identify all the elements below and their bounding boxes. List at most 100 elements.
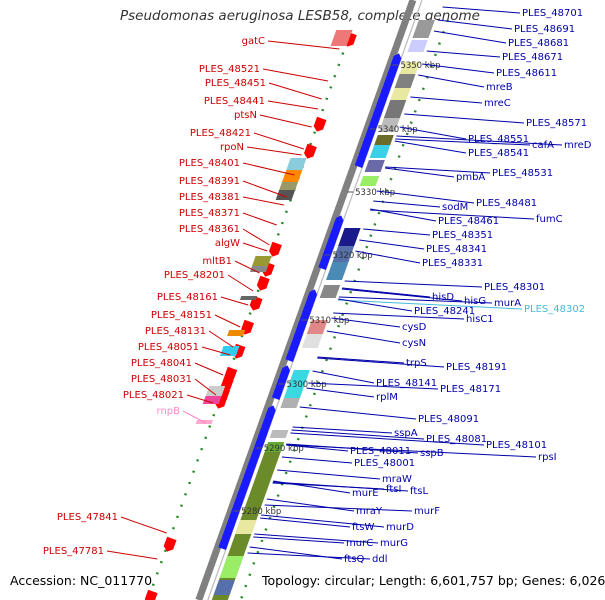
right-leader-line (281, 456, 353, 464)
gene-block-left (227, 330, 246, 336)
right-leader-line (363, 228, 431, 236)
left-gene-label: PLES_48371 (179, 208, 240, 219)
left-gene-label: rpoN (220, 142, 244, 153)
reverse-gene-arrow (163, 536, 177, 552)
right-gene-label: PLES_48341 (426, 244, 487, 255)
right-gene-label: PLES_48681 (508, 38, 569, 49)
right-leader-line (338, 296, 493, 304)
forward-gene-arrow (318, 255, 330, 270)
right-gene-label: PLES_48691 (514, 24, 575, 35)
left-gene-label: PLES_48401 (179, 158, 240, 169)
left-leader-line (268, 82, 322, 100)
forward-gene-arrow (306, 289, 318, 304)
forward-gene-arrow (236, 485, 248, 500)
left-gene-label: PLES_48381 (179, 192, 240, 203)
forward-gene-arrow (383, 73, 395, 88)
right-leader-line (247, 552, 371, 560)
right-gene-label: hisC1 (466, 314, 494, 325)
right-gene-label: PLES_48302 (524, 304, 585, 315)
left-gene-label: PLES_48131 (145, 326, 206, 337)
left-leader-line (234, 260, 260, 274)
right-gene-label: rpsI (538, 452, 557, 463)
right-gene-label: PLES_48531 (492, 168, 553, 179)
right-gene-label: murD (386, 522, 414, 533)
left-gene-label: PLES_48161 (157, 292, 218, 303)
left-gene-label: algW (215, 238, 240, 249)
right-leader-line (370, 208, 437, 222)
right-gene-label: murG (380, 538, 408, 549)
right-gene-label: rplM (376, 392, 398, 403)
right-leader-line (394, 140, 467, 154)
right-gene-label: PLES_48011 (350, 446, 411, 457)
tick-label: 5350 kbp (400, 61, 440, 71)
right-leader-line (341, 288, 463, 302)
reverse-gene-arrow (304, 143, 317, 159)
left-leader-line (246, 146, 302, 156)
gene-block-left (239, 296, 258, 300)
gene-block-right (319, 285, 341, 298)
right-gene-label: PLES_48001 (354, 458, 415, 469)
right-gene-label: PLES_48571 (526, 118, 587, 129)
tick-label: 5310 kbp (309, 316, 349, 326)
left-gene-label: PLES_48391 (179, 176, 240, 187)
right-leader-line (342, 287, 431, 298)
forward-gene-arrow (365, 123, 377, 138)
left-gene-label: PLES_48021 (123, 390, 184, 401)
right-leader-line (426, 50, 501, 58)
left-leader-line (242, 212, 277, 226)
left-gene-label: ptsN (234, 110, 257, 121)
tick-label: 5300 kbp (287, 380, 327, 390)
gene-block-right (359, 176, 380, 186)
reverse-gene-arrow (256, 275, 270, 291)
right-leader-line (344, 280, 483, 288)
forward-gene-arrow (246, 455, 258, 470)
right-gene-label: PLES_48671 (502, 52, 563, 63)
right-leader-line (437, 19, 513, 30)
gene-block-right (301, 334, 323, 348)
right-gene-label: PLES_48141 (376, 378, 437, 389)
gene-block-left (252, 256, 272, 266)
right-gene-label: PLES_48081 (426, 434, 487, 445)
gene-block-left (279, 182, 299, 190)
reverse-gene-arrow (144, 589, 158, 600)
reverse-gene-arrow (313, 116, 327, 132)
left-leader-line (267, 100, 319, 110)
left-gene-label: mltB1 (202, 256, 232, 267)
forward-gene-arrow (279, 365, 290, 380)
right-gene-label: ftsL (410, 486, 428, 497)
right-leader-line (422, 63, 495, 74)
right-leader-line (404, 113, 525, 124)
gene-block-right (374, 135, 394, 145)
forward-gene-arrow (296, 317, 308, 332)
forward-gene-arrow (285, 347, 297, 362)
forward-gene-arrow (289, 337, 300, 352)
right-gene-label: ftsQ (344, 554, 364, 565)
right-gene-label: PLES_48481 (476, 198, 537, 209)
tick-label: 5320 kbp (333, 251, 373, 261)
left-leader-line (194, 378, 217, 396)
right-gene-label: PLES_48091 (418, 414, 479, 425)
forward-gene-arrow (329, 225, 340, 240)
forward-gene-arrow (379, 83, 391, 98)
left-leader-line (186, 394, 214, 404)
left-leader-line (242, 242, 268, 252)
gene-block-right (264, 442, 285, 452)
right-gene-label: PLES_48461 (438, 216, 499, 227)
right-leader-line (385, 166, 491, 174)
left-gene-label: PLES_48361 (179, 224, 240, 235)
gene-block-right (326, 262, 349, 280)
forward-gene-arrow (232, 495, 244, 510)
left-leader-line (120, 516, 167, 534)
forward-gene-arrow (369, 113, 380, 128)
left-leader-line (267, 40, 340, 50)
forward-gene-arrow (257, 425, 269, 440)
forward-gene-arrow (221, 525, 233, 540)
forward-gene-arrow (390, 53, 402, 68)
forward-gene-arrow (372, 103, 384, 118)
left-gene-label: gatC (242, 36, 265, 47)
gene-block-right (235, 520, 257, 534)
right-leader-line (264, 504, 413, 512)
right-leader-line (333, 312, 465, 320)
right-leader-line (286, 444, 349, 452)
